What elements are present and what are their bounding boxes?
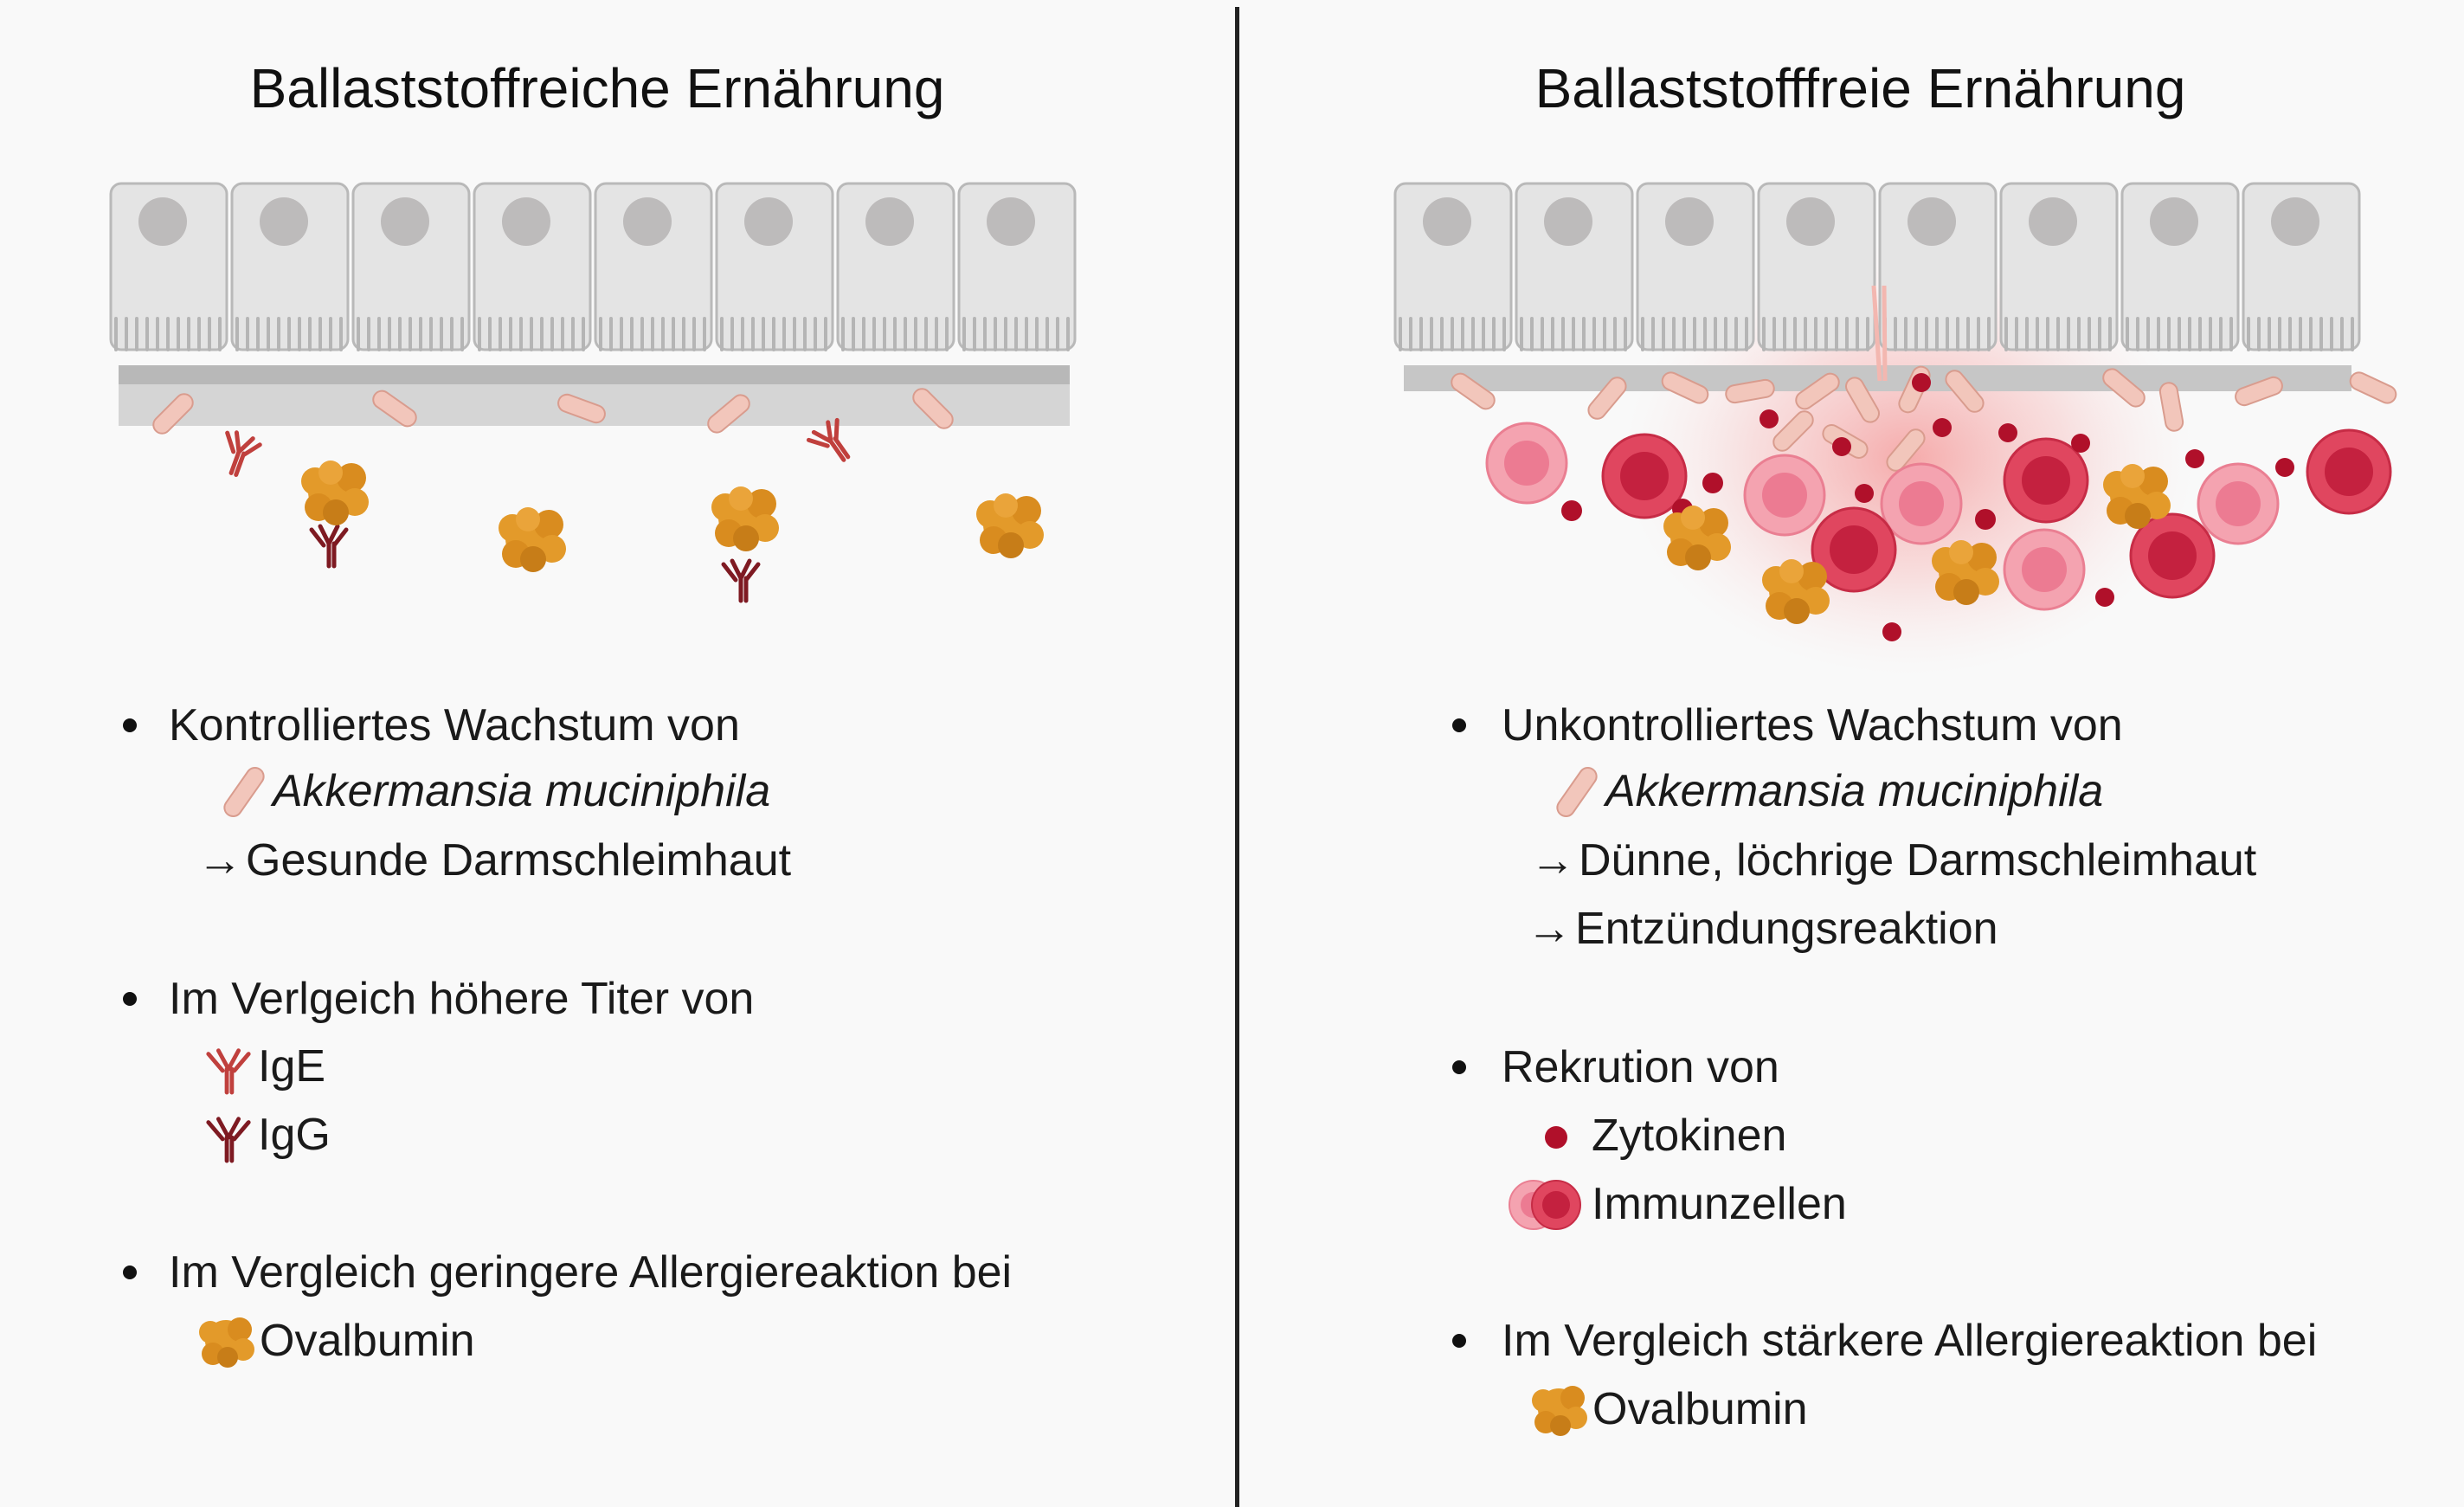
bullet-line-text: Dünne, löchrige Darmschleimhaut: [1579, 835, 2257, 886]
right-panel: Ballaststofffreie Ernährung: [1239, 0, 2464, 1507]
cytokine-icon: [1545, 1126, 1567, 1149]
bullet-marker: [1452, 1060, 1466, 1074]
bullet-line: Zytokinen: [1592, 1111, 1787, 1161]
bullet-marker: [123, 718, 137, 732]
bullet-marker: [1452, 718, 1466, 732]
akkermansia-icon: [223, 766, 265, 818]
left-title: Ballaststoffreiche Ernährung: [249, 57, 945, 119]
igg-antibody-icon: [206, 1117, 251, 1163]
inflamed-epithelium-diagram: [1393, 182, 2400, 675]
bullet-line: →Dünne, löchrige Darmschleimhaut: [1530, 833, 2256, 888]
ovalbumin-particles: [301, 460, 1044, 572]
bullet-heading: Rekrution von: [1502, 1042, 1779, 1092]
ige-antibody-icon: [206, 1048, 251, 1095]
panel-divider: [1235, 7, 1239, 1507]
arrow-prefix: →: [1527, 904, 1572, 954]
bullet-line-text: Gesunde Darmschleimhaut: [246, 835, 792, 886]
left-panel: Ballaststoffreiche Ernährung: [109, 57, 1077, 1368]
bullet-marker: [123, 1265, 137, 1279]
barrier-gap: [1871, 285, 1888, 382]
arrow-prefix: →: [197, 835, 242, 886]
bullet-line: Ovalbumin: [260, 1316, 475, 1366]
bullet-heading: Im Verlgeich höhere Titer von: [169, 974, 755, 1024]
ovalbumin-icon: [199, 1317, 254, 1368]
bullet-line: →Entzündungsreaktion: [1527, 901, 1998, 956]
bullet-line: Akkermansia muciniphila: [273, 766, 771, 816]
bullet-heading: Im Vergleich geringere Allergiereaktion …: [169, 1247, 1013, 1298]
bullet-heading: Im Vergleich stärkere Allergiereaktion b…: [1502, 1316, 2318, 1366]
bullet-line-text: Entzündungsreaktion: [1575, 904, 1998, 954]
right-title: Ballaststofffreie Ernährung: [1534, 57, 2186, 119]
bullet-line: IgE: [258, 1041, 326, 1092]
bullet-line: Ovalbumin: [1592, 1384, 1808, 1434]
akkermansia-icon: [1556, 766, 1598, 818]
immune-cells-icon: [1509, 1180, 1581, 1230]
bullet-line: IgG: [258, 1110, 331, 1160]
bullet-line: Immunzellen: [1592, 1179, 1847, 1229]
bullet-marker: [1452, 1334, 1466, 1348]
bullet-marker: [123, 992, 137, 1006]
bullet-line: Akkermansia muciniphila: [1605, 766, 2104, 816]
ovalbumin-icon: [1532, 1386, 1587, 1436]
epithelial-cells: [109, 182, 1077, 351]
bullet-heading: Unkontrolliertes Wachstum von: [1502, 700, 2123, 750]
bullet-heading: Kontrolliertes Wachstum von: [169, 700, 740, 750]
arrow-prefix: →: [1530, 835, 1575, 886]
bullet-line: →Gesunde Darmschleimhaut: [197, 833, 791, 888]
healthy-epithelium-diagram: [109, 182, 1077, 684]
